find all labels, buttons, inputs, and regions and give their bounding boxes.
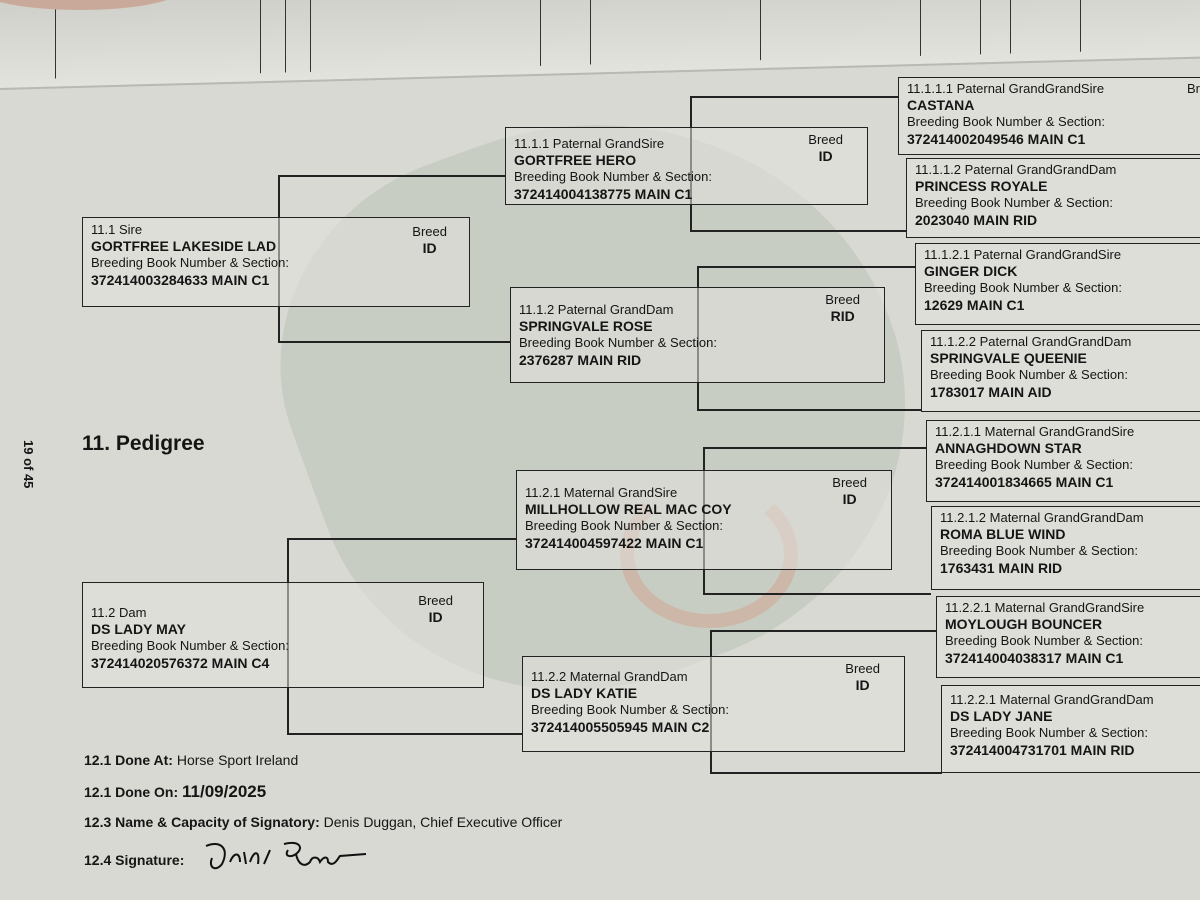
horse-name: GINGER DICK xyxy=(924,263,1018,279)
great-grandparent-box: 11.2.2.1 Maternal GrandGrandDam DS LADY … xyxy=(941,685,1200,773)
breed-label: Breed xyxy=(825,292,860,307)
box-label: 11.1.2.1 Paternal GrandGrandSire xyxy=(924,247,1122,262)
breed-value: RID xyxy=(830,308,855,324)
breed-label-cut: Br xyxy=(1187,81,1200,96)
breeding-number: 372414001834665 MAIN C1 xyxy=(935,474,1114,490)
signature-row: 12.4 Signature: xyxy=(84,852,184,868)
box-label: 11.1.2.2 Paternal GrandGrandDam xyxy=(930,334,1132,349)
great-grandparent-box: 11.2.1.2 Maternal GrandGrandDam ROMA BLU… xyxy=(931,506,1200,590)
section-title: 11. Pedigree xyxy=(82,432,205,455)
breeding-number: 372414004731701 MAIN RID xyxy=(950,742,1135,758)
breed-value: ID xyxy=(422,240,437,256)
box-label: 11.1.2 Paternal GrandDam xyxy=(519,302,674,317)
breeding-label: Breeding Book Number & Section: xyxy=(930,367,1128,382)
box-label: 11.1.1.2 Paternal GrandGrandDam xyxy=(915,162,1117,177)
breeding-label: Breeding Book Number & Section: xyxy=(907,114,1105,129)
great-grandparent-box: 11.1.1.1 Paternal GrandGrandSire CASTANA… xyxy=(898,77,1200,155)
breeding-label: Breeding Book Number & Section: xyxy=(915,195,1113,210)
breeding-number: 2023040 MAIN RID xyxy=(915,212,1038,228)
horse-name: MOYLOUGH BOUNCER xyxy=(945,616,1103,632)
horse-name: GORTFREE HERO xyxy=(514,152,637,168)
breeding-number: 2376287 MAIN RID xyxy=(519,352,642,368)
breeding-number: 372414004038317 MAIN C1 xyxy=(945,650,1124,666)
breeding-label: Breeding Book Number & Section: xyxy=(940,543,1138,558)
breeding-label: Breeding Book Number & Section: xyxy=(531,702,729,717)
breeding-number: 372414004597422 MAIN C1 xyxy=(525,535,704,551)
breed-value: ID xyxy=(818,148,833,164)
horse-name: DS LADY JANE xyxy=(950,708,1053,724)
breeding-number: 372414004138775 MAIN C1 xyxy=(514,186,693,202)
thumb xyxy=(0,0,180,10)
breeding-label: Breeding Book Number & Section: xyxy=(950,725,1148,740)
done-at-row: 12.1 Done At: Horse Sport Ireland xyxy=(84,752,298,768)
box-label: 11.2.2.1 Maternal GrandGrandSire xyxy=(945,600,1145,615)
breeding-label: Breeding Book Number & Section: xyxy=(91,255,289,270)
breeding-label: Breeding Book Number & Section: xyxy=(91,638,289,653)
done-on-label: 12.1 Done On: xyxy=(84,784,179,800)
breeding-number: 372414005505945 MAIN C2 xyxy=(531,719,710,735)
grandparent-box: 11.2.2 Maternal GrandDam DS LADY KATIE B… xyxy=(522,656,905,752)
breeding-label: Breeding Book Number & Section: xyxy=(945,633,1143,648)
box-label: 11.1.1.1 Paternal GrandGrandSire xyxy=(907,81,1105,96)
breed-label: Breed xyxy=(808,132,843,147)
horse-name: PRINCESS ROYALE xyxy=(915,178,1048,194)
breed-value: ID xyxy=(428,609,443,625)
grandparent-box: 11.1.1 Paternal GrandSire GORTFREE HERO … xyxy=(505,127,868,205)
breeding-number: 372414003284633 MAIN C1 xyxy=(91,272,270,288)
done-on-row: 12.1 Done On: 11/09/2025 xyxy=(84,782,266,802)
breeding-number: 12629 MAIN C1 xyxy=(924,297,1025,313)
box-label: 11.2 Dam xyxy=(91,605,147,620)
great-grandparent-box: 11.1.2.1 Paternal GrandGrandSire GINGER … xyxy=(915,243,1200,325)
breed-value: ID xyxy=(855,677,870,693)
done-at-value: Horse Sport Ireland xyxy=(176,752,299,768)
done-on-value: 11/09/2025 xyxy=(182,782,267,801)
horse-name: MILLHOLLOW REAL MAC COY xyxy=(525,501,732,517)
breeding-number: 372414002049546 MAIN C1 xyxy=(907,131,1086,147)
breed-label: Breed xyxy=(412,224,447,239)
great-grandparent-box: 11.1.1.2 Paternal GrandGrandDam PRINCESS… xyxy=(906,158,1200,238)
sire-box: 11.1 Sire GORTFREE LAKESIDE LAD Breeding… xyxy=(82,217,470,307)
horse-name: GORTFREE LAKESIDE LAD xyxy=(91,238,277,254)
page-number: 19 of 45 xyxy=(21,440,36,489)
great-grandparent-box: 11.2.2.1 Maternal GrandGrandSire MOYLOUG… xyxy=(936,596,1200,678)
great-grandparent-box: 11.1.2.2 Paternal GrandGrandDam SPRINGVA… xyxy=(921,330,1200,412)
breed-value: ID xyxy=(842,491,857,507)
horse-name: ANNAGHDOWN STAR xyxy=(935,440,1082,456)
horse-name: SPRINGVALE QUEENIE xyxy=(930,350,1087,366)
signatory-label: 12.3 Name & Capacity of Signatory: xyxy=(84,814,320,830)
breed-label: Breed xyxy=(845,661,880,676)
grandparent-box: 11.2.1 Maternal GrandSire MILLHOLLOW REA… xyxy=(516,470,892,570)
box-label: 11.2.1.2 Maternal GrandGrandDam xyxy=(940,510,1144,525)
breeding-number: 1783017 MAIN AID xyxy=(930,384,1052,400)
box-label: 11.2.1.1 Maternal GrandGrandSire xyxy=(935,424,1135,439)
signature-label: 12.4 Signature: xyxy=(84,852,185,868)
grandparent-box: 11.1.2 Paternal GrandDam SPRINGVALE ROSE… xyxy=(510,287,885,383)
breed-label: Breed xyxy=(832,475,867,490)
breeding-number: 372414020576372 MAIN C4 xyxy=(91,655,270,671)
done-at-label: 12.1 Done At: xyxy=(84,752,173,768)
breeding-label: Breeding Book Number & Section: xyxy=(514,169,712,184)
signatory-row: 12.3 Name & Capacity of Signatory: Denis… xyxy=(84,814,562,830)
breeding-label: Breeding Book Number & Section: xyxy=(935,457,1133,472)
horse-name: DS LADY KATIE xyxy=(531,685,638,701)
box-label: 11.1 Sire xyxy=(91,222,143,237)
dam-box: 11.2 Dam DS LADY MAY Breeding Book Numbe… xyxy=(82,582,484,688)
horse-name: DS LADY MAY xyxy=(91,621,186,637)
signatory-value: Denis Duggan, Chief Executive Officer xyxy=(323,814,563,830)
box-label: 11.2.2 Maternal GrandDam xyxy=(531,669,688,684)
box-label: 11.2.2.1 Maternal GrandGrandDam xyxy=(950,692,1154,707)
horse-name: CASTANA xyxy=(907,97,975,113)
great-grandparent-box: 11.2.1.1 Maternal GrandGrandSire ANNAGHD… xyxy=(926,420,1200,502)
breeding-number: 1763431 MAIN RID xyxy=(940,560,1063,576)
horse-name: ROMA BLUE WIND xyxy=(940,526,1066,542)
box-label: 11.2.1 Maternal GrandSire xyxy=(525,485,678,500)
box-label: 11.1.1 Paternal GrandSire xyxy=(514,136,665,151)
handwritten-signature xyxy=(205,842,367,870)
breeding-label: Breeding Book Number & Section: xyxy=(924,280,1122,295)
breeding-label: Breeding Book Number & Section: xyxy=(519,335,717,350)
breeding-label: Breeding Book Number & Section: xyxy=(525,518,723,533)
horse-name: SPRINGVALE ROSE xyxy=(519,318,653,334)
breed-label: Breed xyxy=(418,593,453,608)
